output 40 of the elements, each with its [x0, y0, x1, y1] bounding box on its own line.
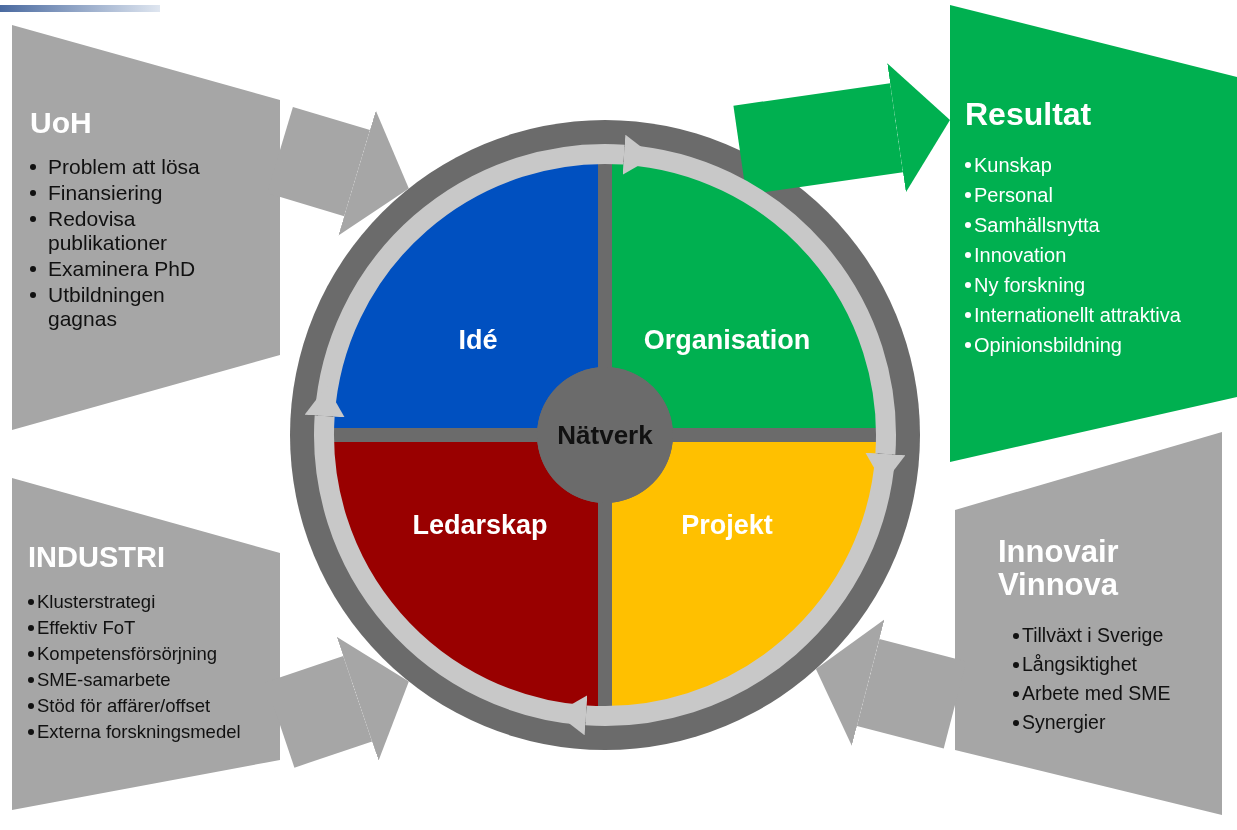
- list-item: Stöd för affärer/offset: [37, 695, 211, 716]
- list-item: Opinionsbildning: [974, 334, 1122, 356]
- list-item: Examinera PhD: [48, 257, 196, 280]
- list-item: Klusterstrategi: [37, 591, 156, 612]
- panel-heading: Innovair Vinnova: [998, 535, 1120, 602]
- list-item: Externa forskningsmedel: [37, 721, 241, 742]
- list-item: Kompetensförsörjning: [37, 643, 217, 664]
- list-item: SME-samarbete: [37, 669, 171, 690]
- quadrant-segment: [612, 442, 877, 707]
- list-item: Långsiktighet: [1022, 653, 1137, 675]
- hub-label: Nätverk: [557, 419, 653, 451]
- info-panel: [12, 25, 280, 430]
- panel-heading: INDUSTRI: [28, 542, 166, 574]
- segment-label: Idé: [458, 324, 498, 356]
- info-panel: [950, 5, 1237, 462]
- list-item: Finansiering: [48, 181, 163, 204]
- list-item: Effektiv FoT: [37, 617, 136, 638]
- segment-label: Organisation: [643, 324, 811, 356]
- list-item: Utbildningen gagnas: [48, 283, 165, 330]
- quadrant-segment: [333, 442, 598, 707]
- panel-heading: UoH: [30, 107, 93, 140]
- panel-heading: Resultat: [965, 97, 1093, 132]
- info-panel: [12, 478, 280, 810]
- list-item: Synergier: [1022, 711, 1106, 733]
- list-item: Arbete med SME: [1022, 682, 1171, 704]
- list-item: Tillväxt i Sverige: [1022, 624, 1164, 646]
- list-item: Internationellt attraktiva: [974, 304, 1181, 326]
- segment-label: Projekt: [681, 509, 773, 541]
- list-item: Redovisa publikationer: [48, 207, 168, 254]
- segment-label: Ledarskap: [412, 509, 548, 541]
- hub-circle: [537, 367, 673, 503]
- list-item: Samhällsnytta: [974, 214, 1100, 236]
- list-item: Ny forskning: [974, 274, 1086, 296]
- block-arrow: [733, 63, 950, 195]
- list-item: Personal: [974, 184, 1053, 206]
- cycle-ring: [290, 120, 920, 750]
- list-item: Problem att lösa: [48, 155, 200, 178]
- list-item: Kunskap: [974, 154, 1052, 176]
- info-panel: [955, 432, 1222, 815]
- list-item: Innovation: [974, 244, 1067, 266]
